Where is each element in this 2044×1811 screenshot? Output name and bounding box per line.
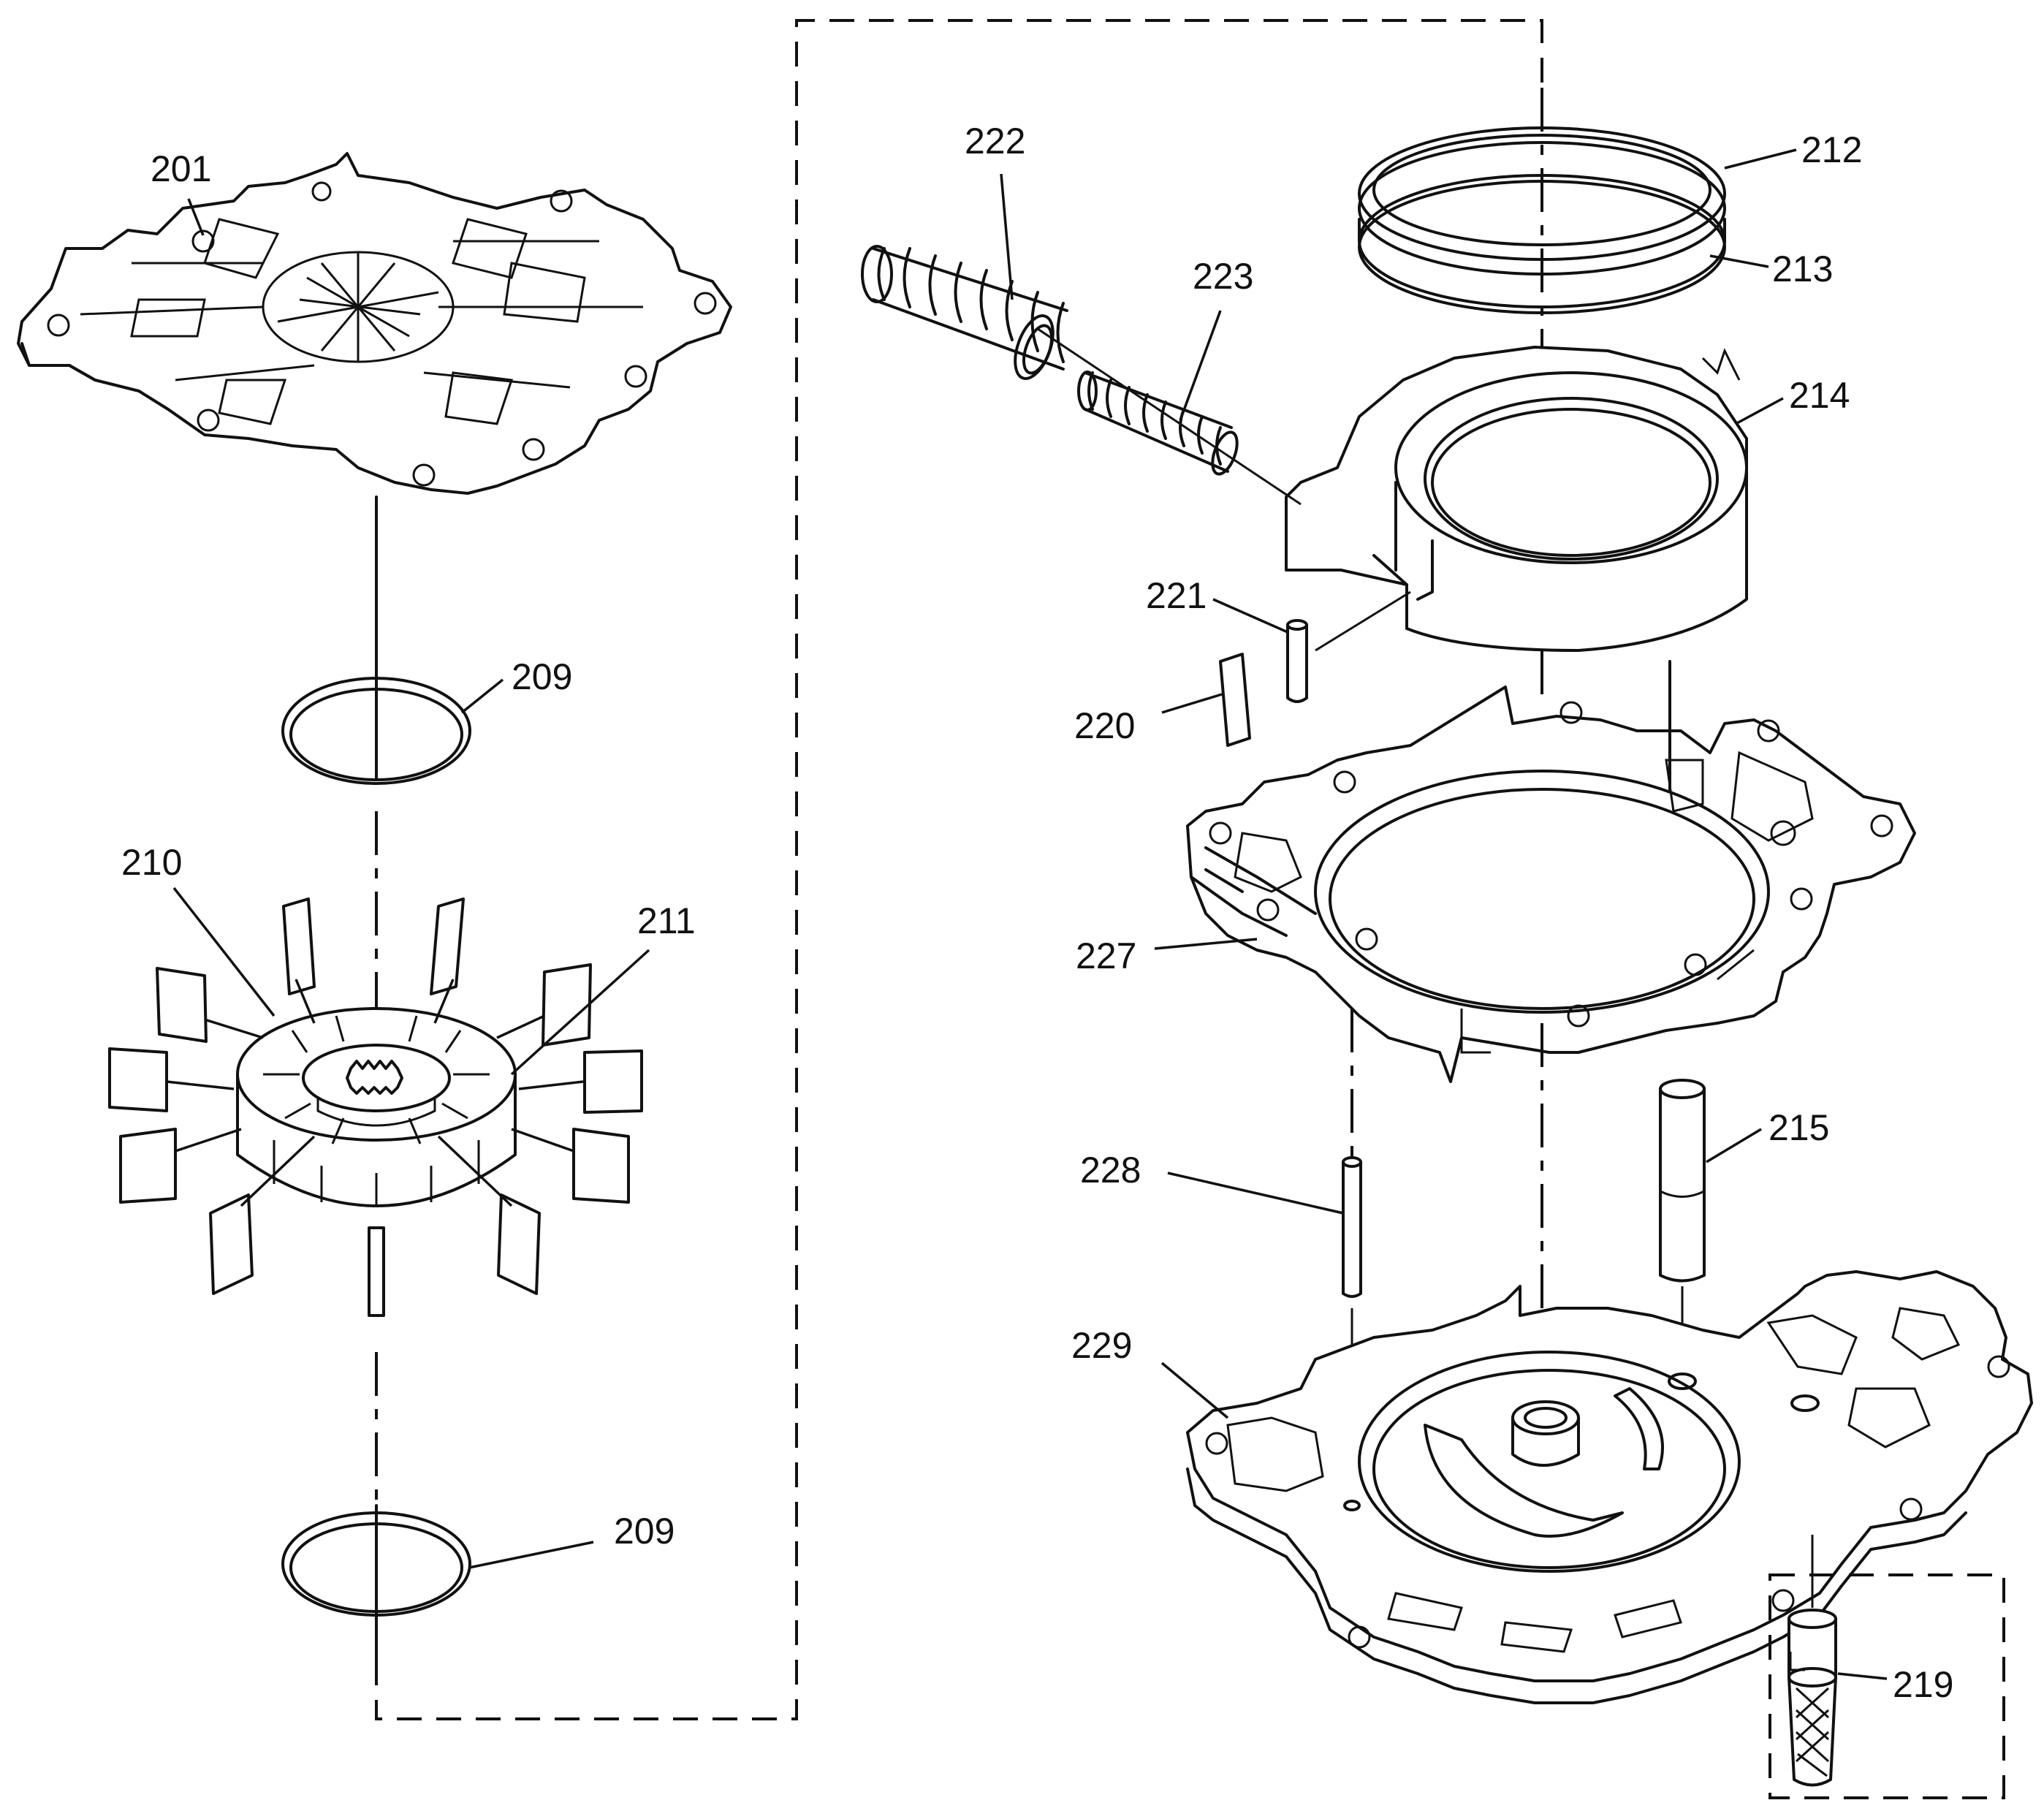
leader-229 <box>1160 1362 1229 1419</box>
leader-228 <box>1167 1172 1344 1215</box>
callout-211: 211 <box>637 900 696 941</box>
leader-215 <box>1706 1128 1762 1163</box>
part-211-vanes <box>108 897 643 1317</box>
leader-211-j <box>433 979 455 1024</box>
part-214-slide <box>1285 346 1748 652</box>
part-210-rotor <box>236 1007 517 1207</box>
callout-201: 201 <box>151 148 211 189</box>
spring-axis-line <box>1037 327 1302 506</box>
leader-211-i <box>295 979 316 1024</box>
leader-211-a <box>166 1080 235 1090</box>
leader-211-d <box>511 1128 574 1153</box>
leader-211 <box>510 949 650 1076</box>
leader-220 <box>1161 693 1223 714</box>
pin-guide-line <box>1315 591 1411 652</box>
part-201-pump-cover <box>17 152 732 495</box>
part-221-pivot-pin <box>1286 619 1308 703</box>
leader-211-h <box>496 1014 545 1039</box>
callout-209-lower: 209 <box>614 1511 675 1552</box>
part-227-pump-body <box>1186 686 1916 1083</box>
leader-201 <box>187 198 205 236</box>
callout-220: 220 <box>1074 705 1135 746</box>
leader-214 <box>1735 397 1784 425</box>
part-222-outer-spring <box>861 245 1068 380</box>
leader-211-c <box>175 1128 242 1153</box>
callout-214: 214 <box>1789 375 1850 416</box>
callout-222: 222 <box>965 121 1025 162</box>
leader-213 <box>1709 254 1769 268</box>
leader-211-b <box>518 1080 584 1090</box>
leader-210 <box>172 886 276 1017</box>
callout-219: 219 <box>1893 1664 1953 1705</box>
callout-215: 215 <box>1768 1107 1829 1148</box>
callout-212: 212 <box>1801 129 1862 170</box>
leader-209-upper <box>460 678 504 714</box>
part-209-o-ring-upper <box>281 677 471 785</box>
part-229-pump-pocket <box>1186 1270 2033 1704</box>
part-223-inner-spring <box>1077 371 1239 476</box>
leader-219 <box>1837 1672 1888 1680</box>
part-220-seal <box>1219 653 1251 747</box>
leader-211-e <box>240 1135 316 1207</box>
callout-223: 223 <box>1193 256 1253 297</box>
callout-221: 221 <box>1146 575 1207 616</box>
leader-209-lower <box>468 1541 594 1569</box>
callout-213: 213 <box>1772 248 1833 289</box>
part-228-pin <box>1342 1156 1362 1298</box>
callout-227: 227 <box>1076 935 1136 976</box>
part-219-filter <box>1787 1609 1837 1787</box>
callout-209-upper: 209 <box>512 656 572 697</box>
callout-229: 229 <box>1071 1325 1132 1366</box>
leader-211-g <box>204 1018 264 1039</box>
part-209-o-ring-lower <box>281 1511 471 1617</box>
leader-222 <box>1000 173 1014 300</box>
leader-212 <box>1724 148 1797 170</box>
leader-211-f <box>437 1135 513 1207</box>
callout-228: 228 <box>1080 1150 1141 1191</box>
connection-dashed-line <box>375 19 1543 1720</box>
leader-223 <box>1179 310 1222 421</box>
part-215-spring-pin <box>1659 1079 1706 1283</box>
leader-221 <box>1212 598 1288 634</box>
filter-inset-box <box>1768 1573 2005 1799</box>
callout-210: 210 <box>121 842 182 883</box>
leader-227 <box>1154 938 1258 950</box>
